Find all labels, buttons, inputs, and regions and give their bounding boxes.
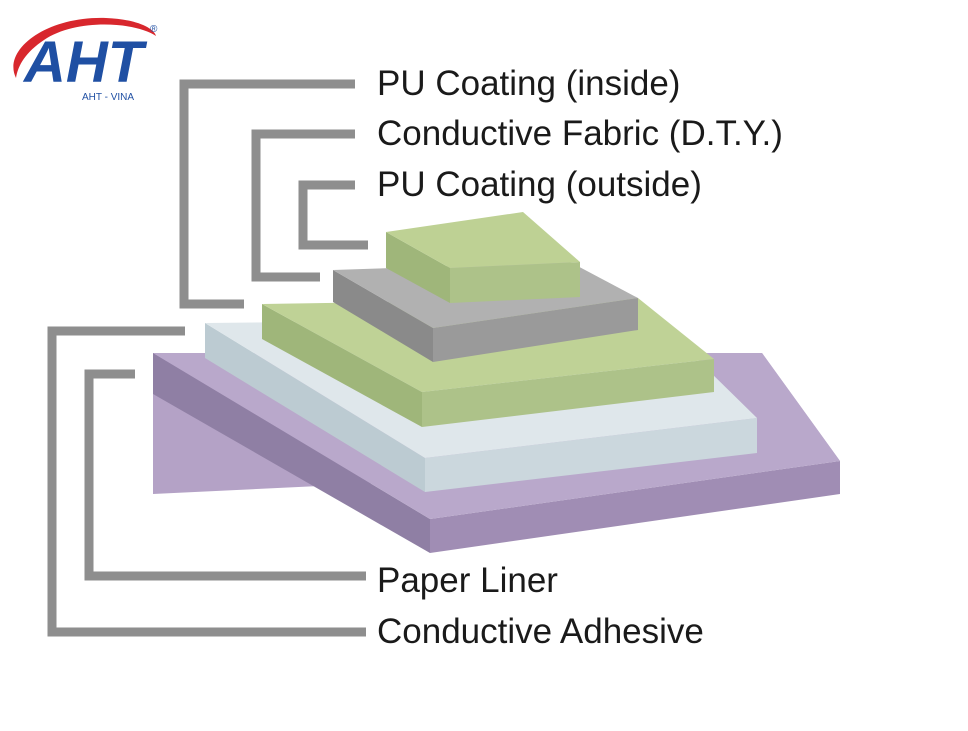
leader-fabric	[251, 129, 355, 282]
logo-swoosh	[13, 17, 157, 78]
aht-logo: AHT ® AHT - VINA	[13, 17, 158, 103]
adhesive-side-left	[153, 353, 430, 553]
fabric-front	[433, 298, 638, 362]
leader-pu-outside	[298, 180, 368, 250]
adhesive-front	[430, 461, 840, 553]
logo-subtext: AHT - VINA	[82, 92, 134, 103]
label-paper-liner: Paper Liner	[377, 561, 558, 600]
logo-registered-mark: ®	[150, 24, 158, 35]
pu-inside-front	[450, 262, 580, 303]
leader-adhesive	[47, 326, 366, 637]
leader-pu-inside	[179, 79, 355, 309]
label-pu-outside: PU Coating (outside)	[377, 165, 702, 204]
fabric-side-left	[333, 270, 433, 362]
label-fabric: Conductive Fabric (D.T.Y.)	[377, 114, 783, 153]
label-adhesive: Conductive Adhesive	[377, 612, 704, 651]
layer-pu-inside	[386, 212, 580, 303]
liner-side-left	[205, 323, 425, 492]
logo-wordmark: AHT	[22, 30, 148, 95]
leader-lines	[47, 79, 368, 637]
pu-inside-side-left	[386, 232, 450, 303]
pu-inside-top	[386, 212, 580, 268]
pu-outside-front	[422, 359, 714, 427]
pu-outside-side-left	[262, 304, 422, 427]
liner-front	[425, 418, 757, 492]
label-pu-inside: PU Coating (inside)	[377, 64, 681, 103]
leader-paper-liner	[84, 369, 366, 581]
